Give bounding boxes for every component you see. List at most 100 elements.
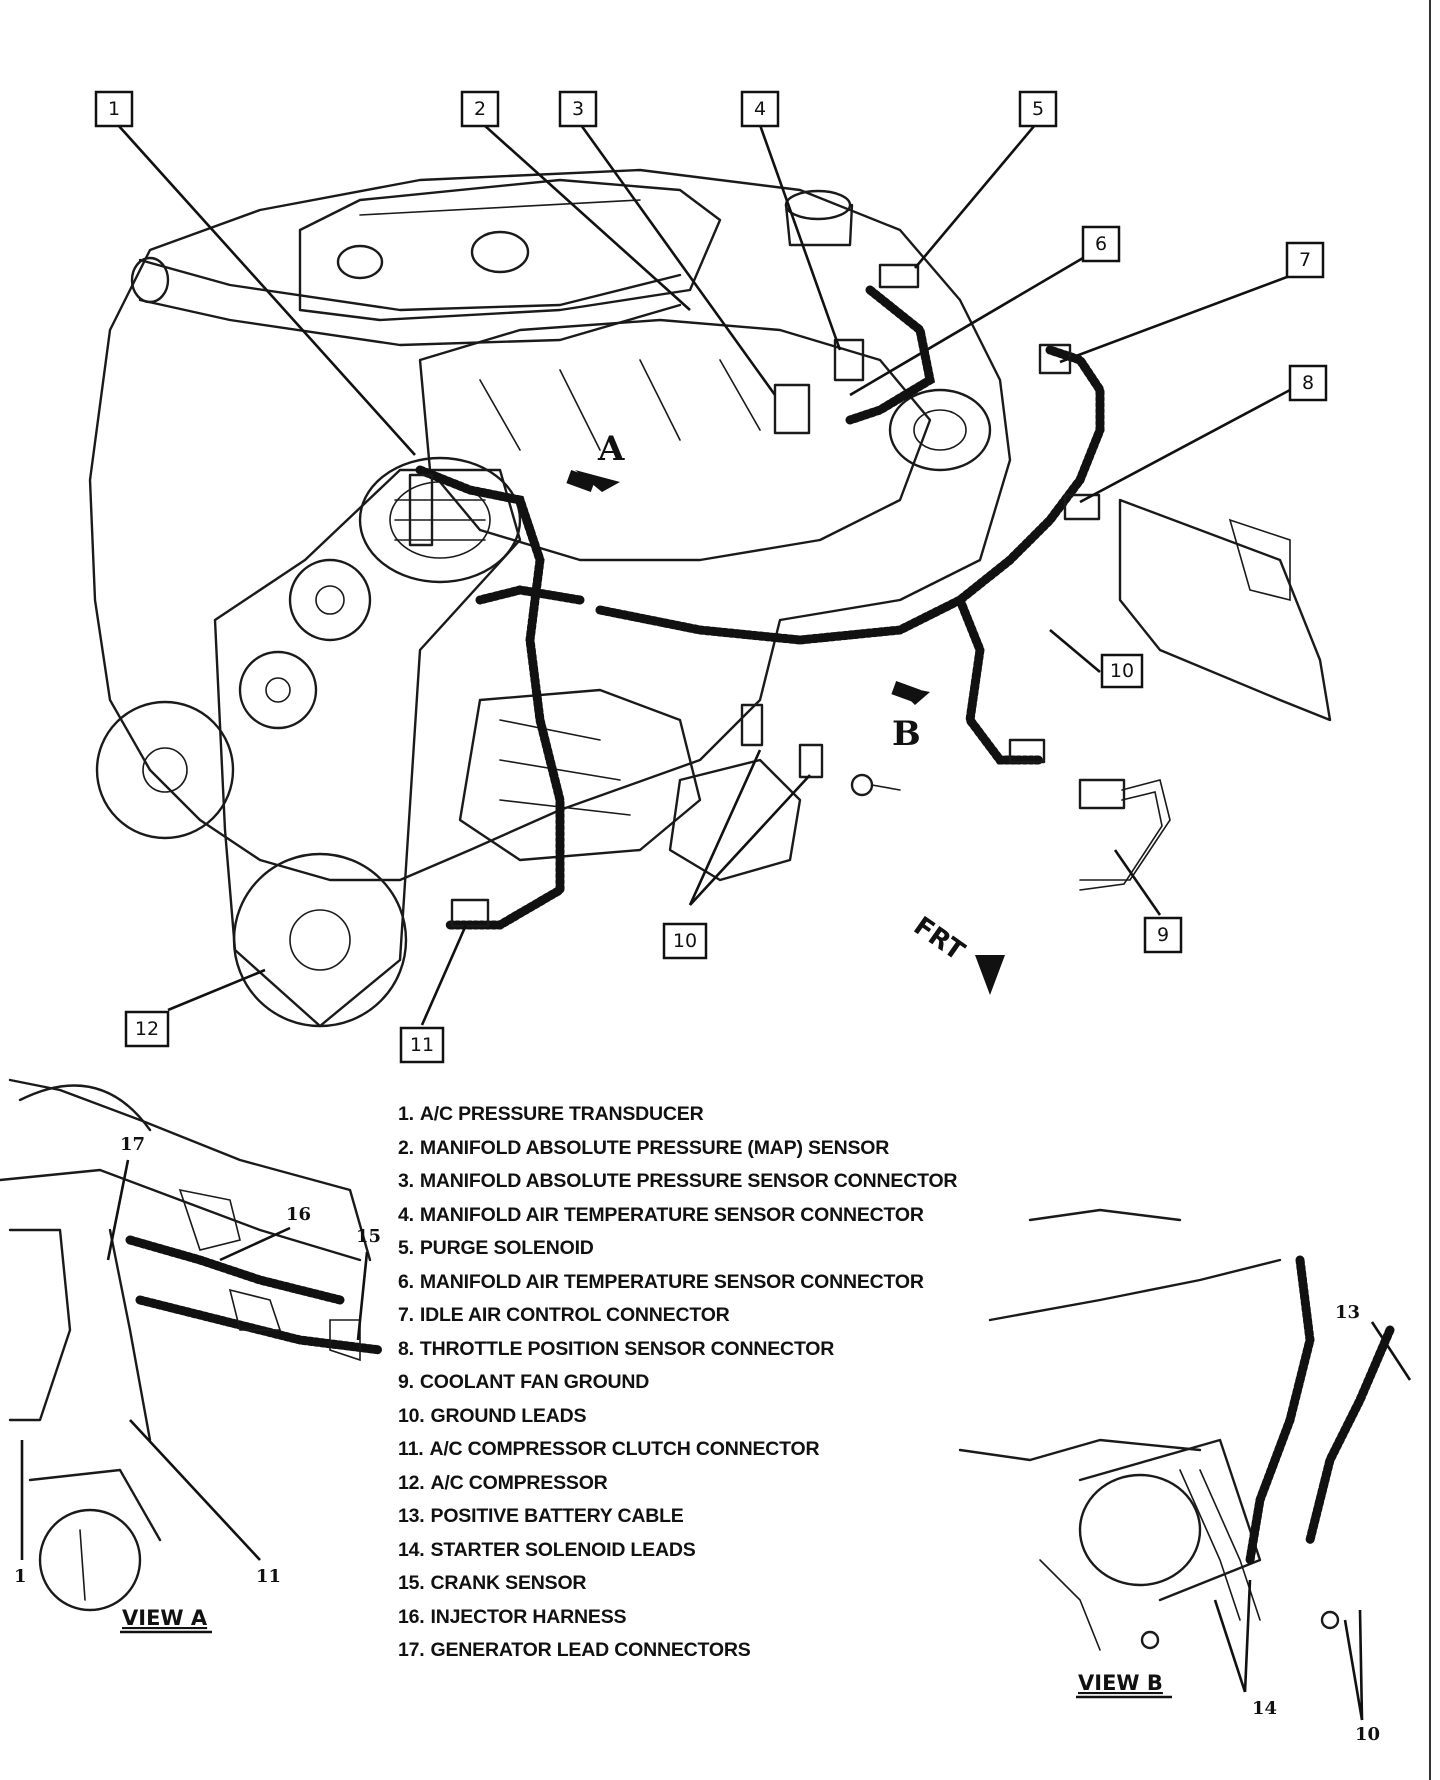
legend-item-text: GENERATOR LEAD CONNECTORS xyxy=(430,1639,751,1661)
legend-item-text: MANIFOLD AIR TEMPERATURE SENSOR CONNECTO… xyxy=(419,1270,924,1293)
legend-item-number: 10. xyxy=(398,1404,425,1427)
legend-item-number: 6. xyxy=(398,1270,414,1293)
legend-item-number: 12. xyxy=(398,1471,425,1494)
legend-item-text: PURGE SOLENOID xyxy=(419,1237,594,1259)
legend-item: 1.A/C PRESSURE TRANSDUCER xyxy=(398,1098,1038,1132)
view-b-marker: B xyxy=(892,714,921,754)
callout-11: 11 xyxy=(399,1026,445,1064)
legend-item-text: A/C PRESSURE TRANSDUCER xyxy=(419,1103,704,1125)
view-a-number-16: 16 xyxy=(286,1204,311,1225)
callout-5: 5 xyxy=(1018,90,1058,128)
view-b-number-13: 13 xyxy=(1335,1302,1360,1323)
legend-item-number: 3. xyxy=(398,1170,414,1192)
legend-item: 7.IDLE AIR CONTROL CONNECTOR xyxy=(398,1299,1038,1333)
callout-3: 3 xyxy=(558,90,598,128)
parts-legend: 1.A/C PRESSURE TRANSDUCER 2.MANIFOLD ABS… xyxy=(398,1098,1038,1668)
legend-item: 17.GENERATOR LEAD CONNECTORS xyxy=(398,1634,1038,1668)
page-border xyxy=(1429,0,1431,1780)
legend-item-number: 8. xyxy=(398,1337,414,1360)
legend-item: 9.COOLANT FAN GROUND xyxy=(398,1366,1038,1400)
callout-6-label: 6 xyxy=(1095,233,1107,255)
legend-item: 3.MANIFOLD ABSOLUTE PRESSURE SENSOR CONN… xyxy=(398,1165,1038,1199)
legend-item: 11.A/C COMPRESSOR CLUTCH CONNECTOR xyxy=(398,1433,1038,1467)
callout-9-label: 9 xyxy=(1157,924,1169,946)
legend-item-number: 16. xyxy=(398,1605,425,1628)
front-marker: FRT xyxy=(908,911,970,967)
legend-item-number: 14. xyxy=(398,1538,425,1561)
view-a-number-11: 11 xyxy=(256,1566,281,1587)
callout-7-label: 7 xyxy=(1299,249,1311,271)
callout-2-label: 2 xyxy=(474,98,486,120)
legend-item-text: CRANK SENSOR xyxy=(430,1572,587,1594)
legend-item-number: 7. xyxy=(398,1304,414,1326)
callout-8-label: 8 xyxy=(1302,372,1314,394)
legend-item-text: STARTER SOLENOID LEADS xyxy=(430,1538,696,1561)
legend-item-number: 17. xyxy=(398,1639,425,1661)
callout-10-lower: 10 xyxy=(662,922,708,960)
legend-item: 5.PURGE SOLENOID xyxy=(398,1232,1038,1266)
legend-item: 2.MANIFOLD ABSOLUTE PRESSURE (MAP) SENSO… xyxy=(398,1132,1038,1166)
legend-item-text: INJECTOR HARNESS xyxy=(430,1605,627,1628)
callout-12-label: 12 xyxy=(135,1018,159,1040)
callout-6: 6 xyxy=(1081,225,1121,263)
view-a-label: VIEW A xyxy=(122,1606,208,1630)
view-b-inset: 13 14 10 VIEW B xyxy=(958,1208,1412,1745)
callout-10-lower-label: 10 xyxy=(673,930,697,952)
callout-1-label: 1 xyxy=(108,98,120,120)
callout-11-label: 11 xyxy=(410,1034,434,1056)
legend-item-number: 2. xyxy=(398,1136,414,1159)
legend-item-number: 4. xyxy=(398,1203,414,1226)
callout-3-label: 3 xyxy=(572,98,584,120)
legend-item-text: A/C COMPRESSOR xyxy=(430,1471,608,1494)
callout-10-upper: 10 xyxy=(1100,653,1144,689)
view-a-number-17: 17 xyxy=(120,1134,145,1155)
legend-item-text: COOLANT FAN GROUND xyxy=(419,1371,650,1393)
view-b-number-14: 14 xyxy=(1252,1698,1277,1719)
callout-8: 8 xyxy=(1288,364,1328,402)
callout-12: 12 xyxy=(124,1010,170,1048)
legend-item-text: THROTTLE POSITION SENSOR CONNECTOR xyxy=(419,1337,835,1360)
legend-item-text: IDLE AIR CONTROL CONNECTOR xyxy=(419,1304,730,1326)
callout-7: 7 xyxy=(1285,241,1325,279)
view-b-label: VIEW B xyxy=(1078,1671,1163,1695)
callout-5-label: 5 xyxy=(1032,98,1044,120)
legend-item: 13.POSITIVE BATTERY CABLE xyxy=(398,1500,1038,1534)
legend-item: 4.MANIFOLD AIR TEMPERATURE SENSOR CONNEC… xyxy=(398,1199,1038,1233)
legend-item: 15.CRANK SENSOR xyxy=(398,1567,1038,1601)
callout-9: 9 xyxy=(1143,916,1183,954)
legend-item-number: 13. xyxy=(398,1505,425,1527)
callout-4-label: 4 xyxy=(754,98,766,120)
callout-1: 1 xyxy=(94,90,134,128)
callout-2: 2 xyxy=(460,90,500,128)
legend-item: 16.INJECTOR HARNESS xyxy=(398,1601,1038,1635)
legend-item-text: MANIFOLD AIR TEMPERATURE SENSOR CONNECTO… xyxy=(419,1203,924,1226)
legend-item-number: 11. xyxy=(398,1438,424,1460)
view-a-arrow: A xyxy=(566,429,625,493)
callout-4: 4 xyxy=(740,90,780,128)
callout-10-upper-label: 10 xyxy=(1110,660,1134,682)
legend-item-number: 1. xyxy=(398,1103,414,1125)
legend-item: 8.THROTTLE POSITION SENSOR CONNECTOR xyxy=(398,1333,1038,1367)
legend-item: 6.MANIFOLD AIR TEMPERATURE SENSOR CONNEC… xyxy=(398,1266,1038,1300)
view-b-arrow: B xyxy=(891,680,930,754)
view-a-marker: A xyxy=(597,429,625,469)
legend-item: 10.GROUND LEADS xyxy=(398,1400,1038,1434)
legend-item: 12.A/C COMPRESSOR xyxy=(398,1467,1038,1501)
legend-item-text: A/C COMPRESSOR CLUTCH CONNECTOR xyxy=(429,1438,820,1460)
view-a-number-15: 15 xyxy=(356,1226,381,1247)
legend-item-text: POSITIVE BATTERY CABLE xyxy=(430,1505,684,1527)
view-a-number-1: 1 xyxy=(14,1566,27,1587)
legend-item-text: MANIFOLD ABSOLUTE PRESSURE (MAP) SENSOR xyxy=(419,1136,890,1159)
legend-item-text: GROUND LEADS xyxy=(430,1404,587,1427)
legend-item-number: 15. xyxy=(398,1572,425,1594)
view-b-number-10: 10 xyxy=(1355,1724,1380,1745)
front-arrow: FRT xyxy=(908,911,1005,995)
legend-item-text: MANIFOLD ABSOLUTE PRESSURE SENSOR CONNEC… xyxy=(419,1170,958,1192)
legend-item-number: 9. xyxy=(398,1371,414,1393)
leader-lines xyxy=(117,124,1296,1026)
view-a-inset: 17 16 15 1 11 VIEW A xyxy=(0,1078,385,1634)
engine-illustration xyxy=(88,168,1332,1028)
legend-item-number: 5. xyxy=(398,1237,414,1259)
legend-item: 14.STARTER SOLENOID LEADS xyxy=(398,1534,1038,1568)
